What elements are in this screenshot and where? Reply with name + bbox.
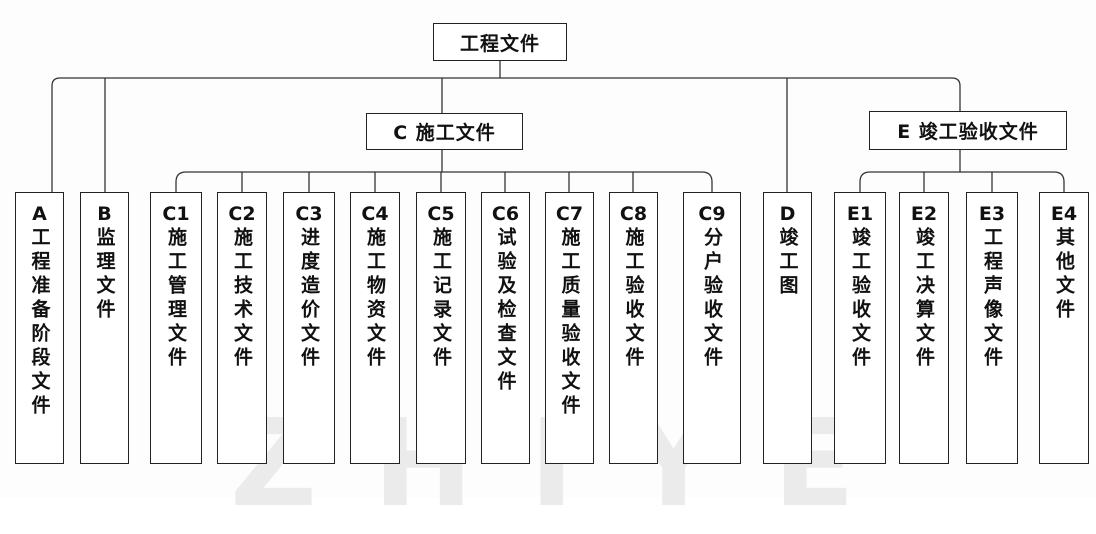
- leaf-text: 竣工验收文件: [849, 227, 871, 371]
- leaf-text: 施工验收文件: [622, 227, 645, 371]
- leaf-code: B: [97, 203, 112, 225]
- leaf-text: 施工质量验收文件: [558, 227, 581, 419]
- leaf-node-c7: C7 施工质量验收文件: [545, 192, 594, 464]
- leaf-code: D: [779, 203, 796, 225]
- leaf-text: 施工管理文件: [165, 227, 187, 371]
- leaf-node-b: B 监理文件: [80, 192, 129, 464]
- leaf-text: 试验及检查文件: [494, 227, 517, 395]
- leaf-node-c1: C1 施工管理文件: [150, 192, 202, 464]
- leaf-code: C8: [619, 203, 648, 225]
- leaf-node-c5: C5 施工记录文件: [416, 192, 466, 464]
- leaf-code: C1: [162, 203, 190, 225]
- leaf-text: 分户验收文件: [701, 227, 723, 371]
- leaf-code: C7: [555, 203, 584, 225]
- leaf-code: C6: [491, 203, 520, 225]
- leaf-node-c2: C2 施工技术文件: [217, 192, 267, 464]
- leaf-code: E2: [910, 203, 938, 225]
- leaf-code: E1: [846, 203, 874, 225]
- leaf-text: 竣工决算文件: [913, 227, 935, 371]
- leaf-code: C3: [295, 203, 323, 225]
- group-node-c: C 施工文件: [366, 113, 523, 150]
- leaf-node-c3: C3 进度造价文件: [283, 192, 335, 464]
- leaf-code: C4: [361, 203, 389, 225]
- leaf-code: E4: [1050, 203, 1078, 225]
- leaf-node-c6: C6 试验及检查文件: [481, 192, 530, 464]
- org-chart: ZHIYE: [15, 23, 1089, 525]
- leaf-node-c4: C4 施工物资文件: [350, 192, 400, 464]
- leaf-text: 进度造价文件: [298, 227, 320, 371]
- leaf-code: A: [32, 203, 47, 225]
- leaf-code: C9: [698, 203, 726, 225]
- leaf-node-e2: E2 竣工决算文件: [899, 192, 949, 464]
- leaf-text: 其他文件: [1053, 227, 1075, 323]
- connector-e-bus: [859, 171, 1065, 183]
- root-node: 工程文件: [433, 23, 567, 61]
- connector-main-bus: [51, 77, 961, 87]
- leaf-text: 施工记录文件: [430, 227, 452, 371]
- leaf-text: 施工技术文件: [231, 227, 253, 371]
- leaf-node-c9: C9 分户验收文件: [683, 192, 741, 464]
- leaf-node-a: A 工程准备阶段文件: [15, 192, 64, 464]
- leaf-text: 施工物资文件: [364, 227, 386, 371]
- leaf-node-e1: E1 竣工验收文件: [834, 192, 886, 464]
- leaf-text: 竣工图: [776, 227, 799, 299]
- leaf-node-e3: E3 工程声像文件: [966, 192, 1018, 464]
- connector-lines: [51, 61, 1065, 192]
- leaf-node-c8: C8 施工验收文件: [609, 192, 658, 464]
- leaf-code: E3: [978, 203, 1006, 225]
- leaf-text: 工程准备阶段文件: [28, 227, 51, 419]
- leaf-code: C5: [427, 203, 455, 225]
- leaf-code: C2: [228, 203, 256, 225]
- leaf-text: 工程声像文件: [981, 227, 1003, 371]
- leaf-node-e4: E4 其他文件: [1039, 192, 1089, 464]
- leaf-node-d: D 竣工图: [763, 192, 812, 464]
- connector-c-bus: [175, 171, 713, 183]
- group-node-e: E 竣工验收文件: [869, 111, 1067, 150]
- leaf-text: 监理文件: [93, 227, 116, 323]
